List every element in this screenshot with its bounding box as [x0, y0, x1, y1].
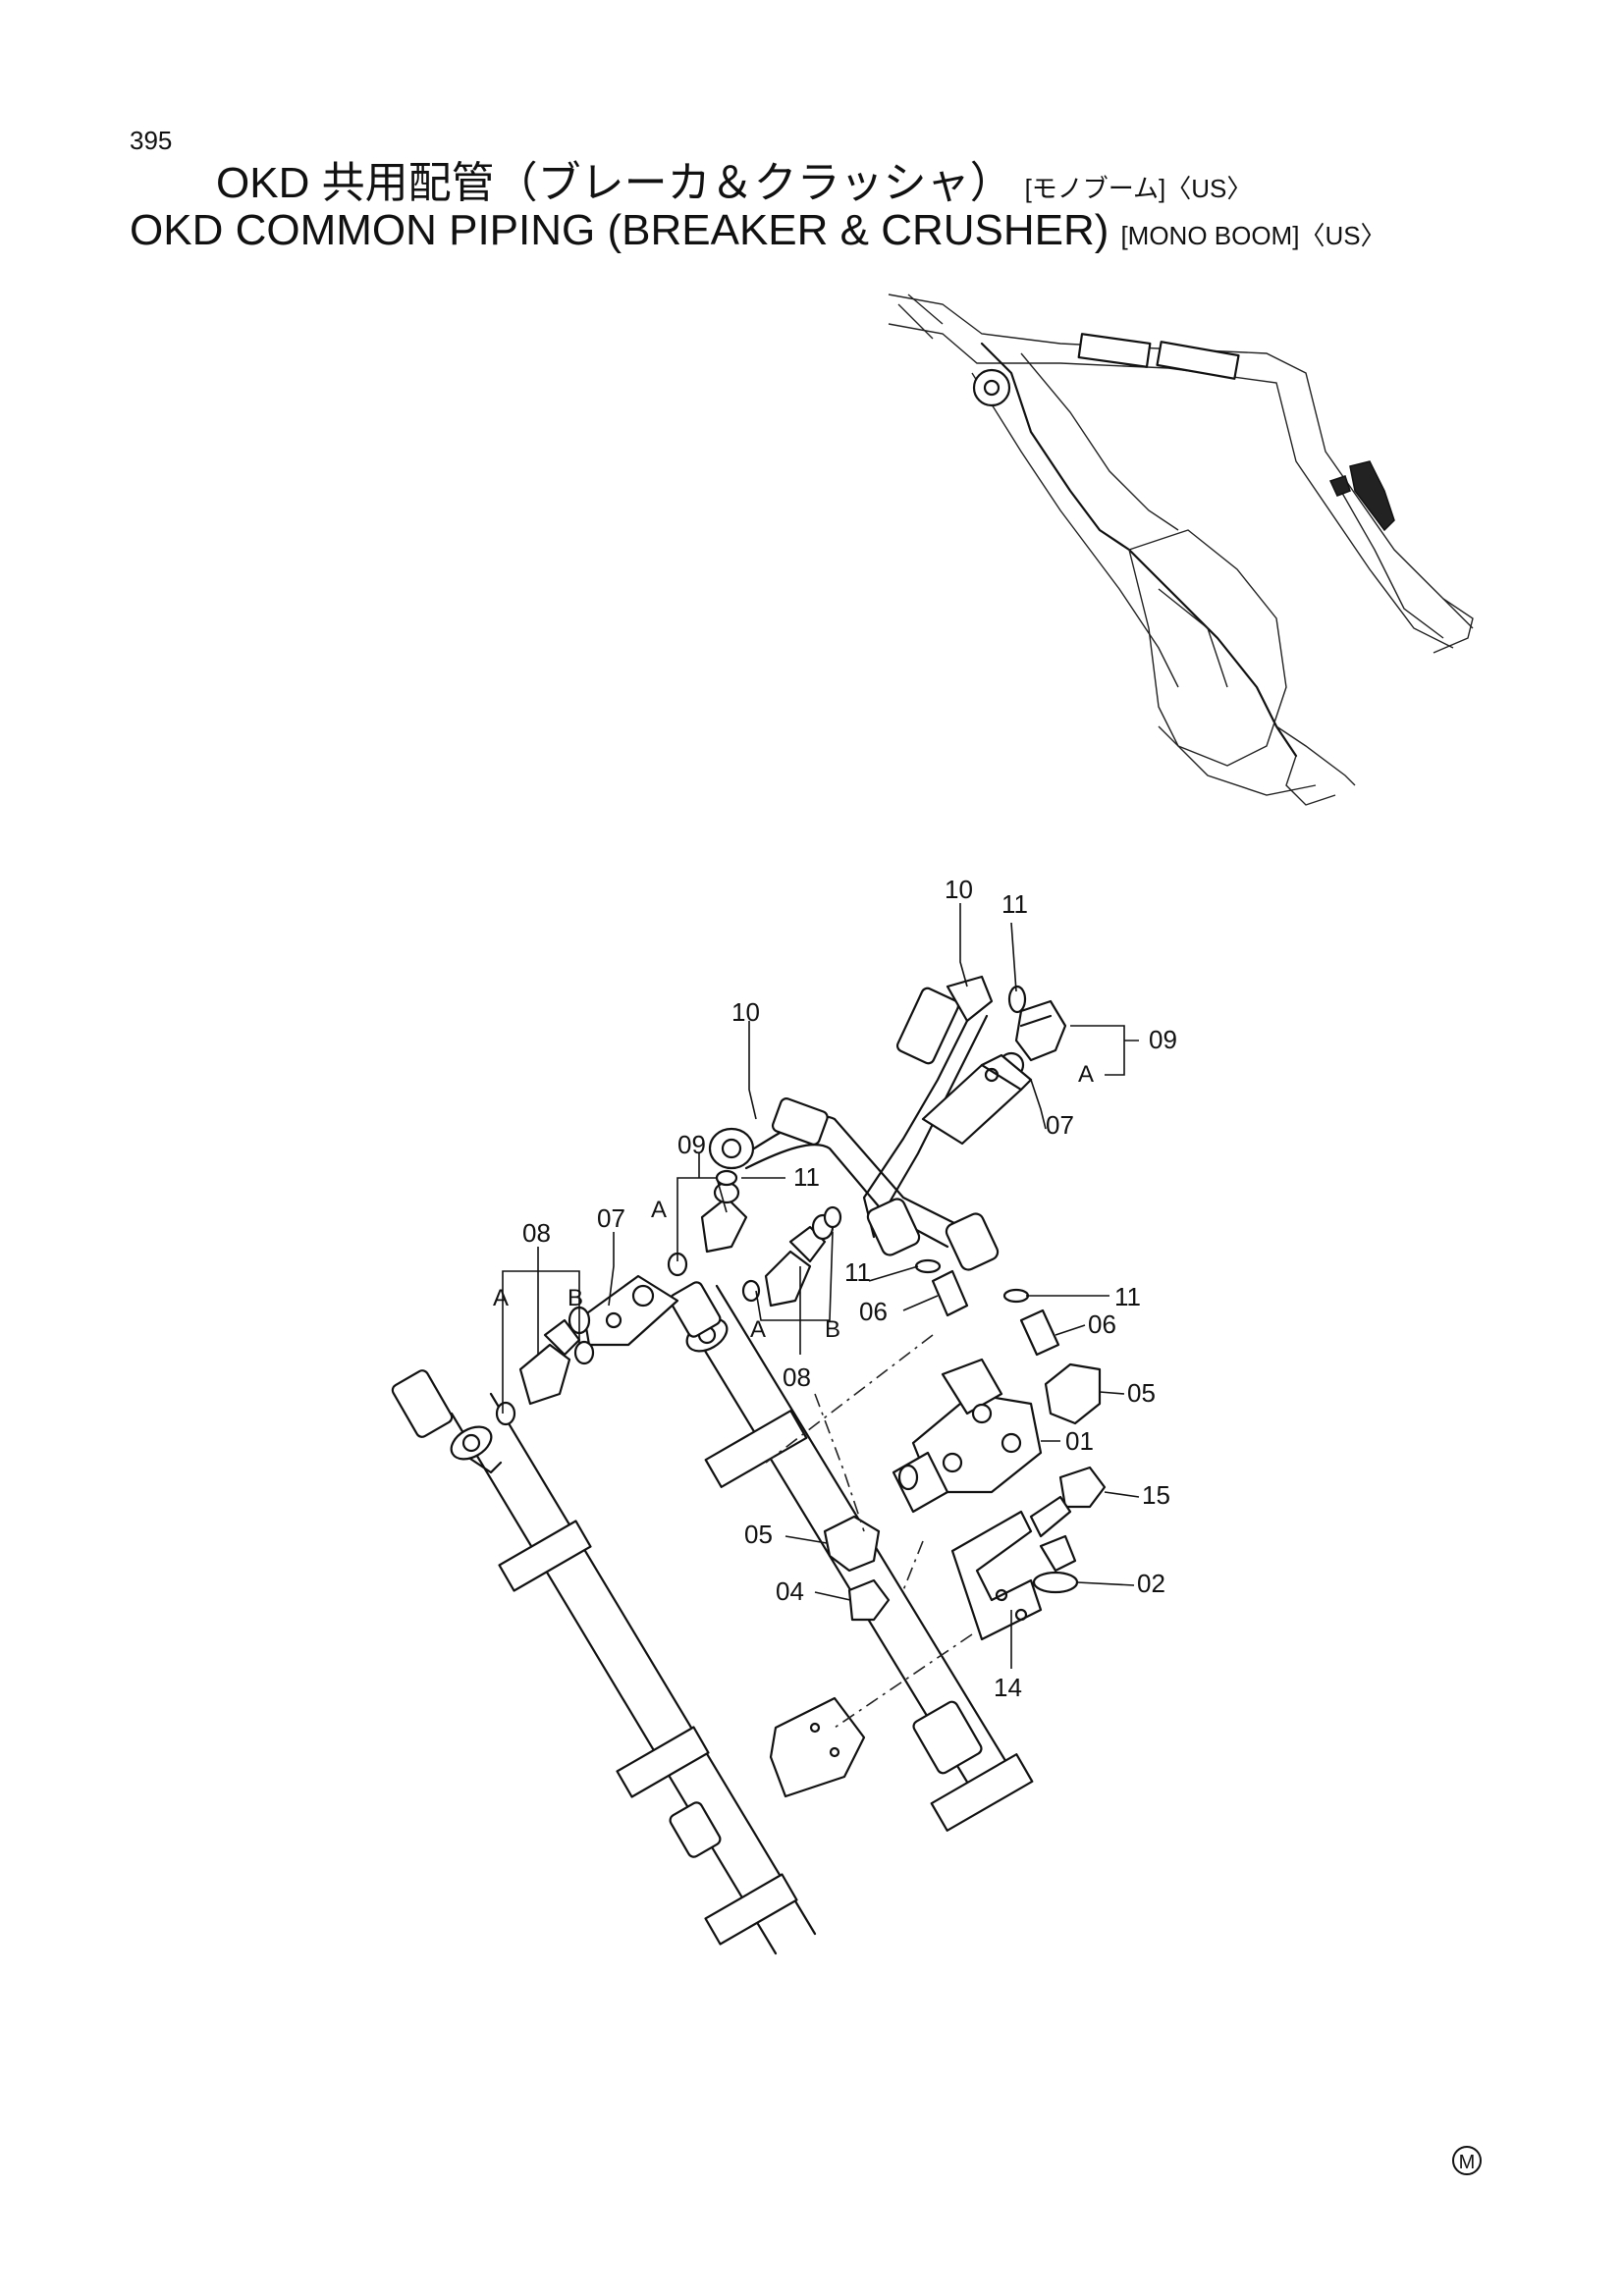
nipple-06-right: [1019, 1308, 1060, 1357]
o-ring-b-08-left: [573, 1340, 595, 1365]
block-07-upper: [921, 1053, 1033, 1146]
callout-09-upper: 09: [1149, 1025, 1177, 1054]
callout-08-right: 08: [783, 1362, 811, 1392]
callout-10-left: 10: [731, 997, 760, 1027]
block-07-left: [582, 1274, 679, 1347]
o-ring-11-right: [1002, 1288, 1030, 1304]
callout-11-right: 11: [1114, 1282, 1141, 1311]
o-ring-11-upper: [1007, 985, 1027, 1014]
adapter-08-right: [764, 1213, 835, 1308]
callout-06-left: 06: [859, 1297, 888, 1326]
elbow-05-right: [1044, 1362, 1102, 1425]
bracket-14: [950, 1510, 1043, 1641]
title-en-main: OKD COMMON PIPING (BREAKER & CRUSHER): [130, 206, 1109, 254]
o-ring-11-mid: [914, 1258, 942, 1274]
o-ring-a-08-left: [495, 1401, 516, 1426]
callout-11-upper: 11: [1001, 889, 1028, 919]
elbow-05-left: [823, 1515, 881, 1573]
port-mark-a-08-left: A: [493, 1285, 509, 1311]
callout-02: 02: [1137, 1569, 1165, 1598]
plug-04: [847, 1578, 891, 1622]
assembly-lines: [765, 1334, 973, 1729]
title-jp-sub: [モノブーム]〈US〉: [1024, 174, 1253, 203]
callout-10-upper: 10: [945, 875, 973, 904]
hose-assembly: [708, 975, 1000, 1271]
o-ring-b-08-right: [823, 1205, 842, 1229]
nipple-06-left: [931, 1269, 969, 1317]
bolt-15: [1029, 1466, 1107, 1538]
elbow-09-left: [700, 1181, 748, 1254]
callout-07-upper: 07: [1046, 1110, 1074, 1140]
callout-05-right: 05: [1127, 1378, 1156, 1408]
leader-lines: [502, 903, 1140, 1669]
elbow-09-upper: [1014, 999, 1067, 1062]
callout-11-mid: 11: [844, 1257, 871, 1287]
port-mark-b-08-right: B: [825, 1316, 840, 1343]
boom-pipe-left: [391, 1369, 817, 1955]
port-mark-b-08-left: B: [568, 1285, 583, 1311]
title-jp-main: OKD 共用配管（ブレーカ＆クラッシャ）: [216, 159, 1013, 207]
page-number: 395: [130, 126, 173, 155]
o-ring-a-08-right: [741, 1279, 761, 1303]
callout-08-left: 08: [522, 1218, 551, 1248]
callout-15: 15: [1142, 1480, 1170, 1510]
port-mark-a-08-right: A: [750, 1316, 766, 1343]
page-title-japanese: OKD 共用配管（ブレーカ＆クラッシャ） [モノブーム]〈US〉: [216, 147, 1252, 210]
callout-01: 01: [1065, 1426, 1094, 1456]
port-mark-a-left: A: [651, 1197, 667, 1223]
callout-labels: 10 11 09 A 10 07 09 11 A 07 08 A B 11 06…: [493, 875, 1177, 1702]
callout-11-left: 11: [793, 1162, 820, 1192]
callout-05-left: 05: [744, 1520, 773, 1549]
boom-overview-illustration: [888, 294, 1474, 806]
screw-02: [1032, 1534, 1079, 1594]
o-ring-11-left: [715, 1169, 738, 1187]
title-en-sub: [MONO BOOM]〈US〉: [1120, 221, 1386, 250]
port-mark-a-upper: A: [1078, 1061, 1094, 1088]
footer-mark-letter: M: [1459, 2152, 1476, 2173]
callout-14: 14: [994, 1673, 1022, 1702]
page-title-english: OKD COMMON PIPING (BREAKER & CRUSHER) [MO…: [130, 206, 1386, 255]
callout-04: 04: [776, 1576, 804, 1606]
valve-01: [892, 1358, 1043, 1514]
callout-06-right: 06: [1088, 1309, 1116, 1339]
footer-mark: M: [1452, 2146, 1482, 2175]
callout-09-left: 09: [677, 1130, 706, 1159]
callout-07-left: 07: [597, 1203, 625, 1233]
